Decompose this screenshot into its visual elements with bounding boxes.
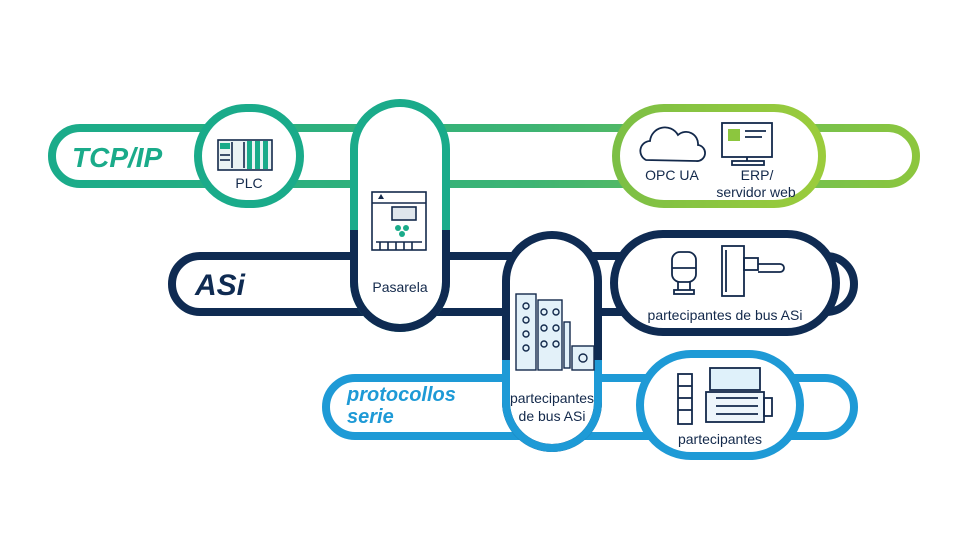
serial-participants-label: partecipantes xyxy=(677,431,763,447)
erp-label-line1: ERP/ xyxy=(740,167,774,183)
asi-participants-center-label-line2: de bus ASi xyxy=(518,408,586,424)
asi-participants-node xyxy=(610,230,840,336)
cloud-icon xyxy=(639,126,706,162)
asi-bus-label: ASi xyxy=(195,269,246,302)
asi-participants-center-label-line1: partecipantes xyxy=(509,390,595,406)
door-lock-icon xyxy=(721,245,785,297)
erp-label-line2: servidor web xyxy=(716,184,796,200)
plc-label: PLC xyxy=(235,175,263,191)
serial-bus-label-line1: protocollos xyxy=(347,384,456,406)
gateway-node-lower xyxy=(350,230,450,332)
tcpip-bus-label: TCP/IP xyxy=(72,142,163,173)
plc-icon xyxy=(217,139,273,171)
asi-participants-label: partecipantes de bus ASi xyxy=(647,307,803,323)
opc-erp-node xyxy=(612,104,826,208)
serial-bus-label-line2: serie xyxy=(347,406,394,428)
motor-icon xyxy=(705,367,773,423)
opc-ua-label: OPC UA xyxy=(645,167,699,183)
asi-participants-center-node-lower xyxy=(502,360,602,452)
asi-modules-icon xyxy=(515,293,595,371)
gateway-label: Pasarela xyxy=(372,279,428,295)
sensor-icon xyxy=(671,251,697,295)
device-column-icon xyxy=(677,373,693,425)
monitor-icon xyxy=(721,122,773,166)
gateway-device-icon xyxy=(371,191,427,251)
